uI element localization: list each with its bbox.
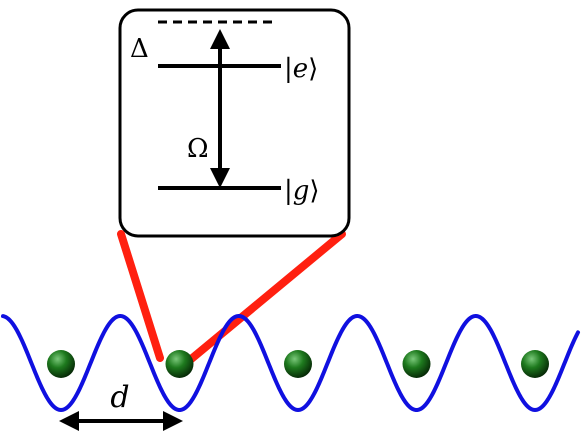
excited-state-ket: |e⟩ xyxy=(284,54,318,84)
laser-beams xyxy=(117,230,346,364)
lattice-potential-wave xyxy=(1,314,580,412)
level-scheme-inset: Δ Ω |e⟩ |g⟩ xyxy=(118,8,351,238)
rabi-frequency-label: Ω xyxy=(187,134,209,164)
atom xyxy=(47,350,75,378)
spacing-label: d xyxy=(110,380,129,415)
atom xyxy=(402,350,431,378)
ket-bracket: ⟩ xyxy=(308,54,318,84)
ket-bracket: ⟩ xyxy=(309,176,319,206)
ket-bar: | xyxy=(284,176,293,206)
detuning-label: Δ xyxy=(130,34,149,64)
lattice-spacing: d xyxy=(59,380,183,431)
ground-state-ket: |g⟩ xyxy=(284,176,320,206)
ket-bar: | xyxy=(284,54,293,84)
ground-state-letter: g xyxy=(293,176,310,206)
atom xyxy=(165,350,194,378)
laser-beam-right xyxy=(186,230,346,364)
atom xyxy=(521,350,549,378)
laser-beam-left xyxy=(117,230,164,362)
excited-state-letter: e xyxy=(293,54,308,84)
atom xyxy=(284,350,312,378)
atoms xyxy=(47,350,549,378)
